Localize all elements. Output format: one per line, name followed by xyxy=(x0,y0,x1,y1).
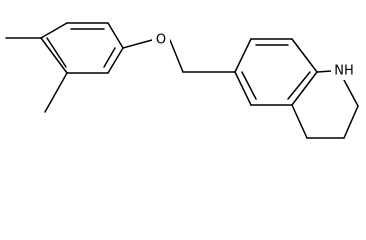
nh-atom-label: NH xyxy=(334,64,354,79)
ring-a-bond xyxy=(107,47,124,74)
ring-b-bond xyxy=(291,71,318,106)
ring-b-bond xyxy=(234,71,252,106)
methyl-bond xyxy=(44,72,68,113)
ring-b-bond xyxy=(234,38,252,73)
ring-a-double-bond xyxy=(103,47,116,68)
ring-c-bond xyxy=(343,105,359,139)
ring-b-bond xyxy=(291,38,318,73)
chemical-structure: O NH xyxy=(5,22,359,139)
ring-a-bond xyxy=(40,22,68,39)
atom-labels: O NH xyxy=(152,31,357,80)
oxygen-label-mask xyxy=(152,31,170,49)
ring-b-double-bond xyxy=(241,71,257,100)
ring-a-bond xyxy=(40,37,68,74)
ring-a-double-bond xyxy=(46,37,67,68)
ring-c-bond xyxy=(316,70,333,73)
ring-b-double-bond xyxy=(287,71,311,100)
ether-bond xyxy=(169,39,184,73)
ring-c-bond xyxy=(343,79,359,107)
ether-bond xyxy=(122,39,153,49)
oxygen-atom-label: O xyxy=(156,33,166,48)
ring-c-bond xyxy=(291,104,308,139)
nh-label-mask xyxy=(331,62,357,80)
ring-a-bond xyxy=(107,22,124,49)
bond-lines xyxy=(5,22,359,139)
